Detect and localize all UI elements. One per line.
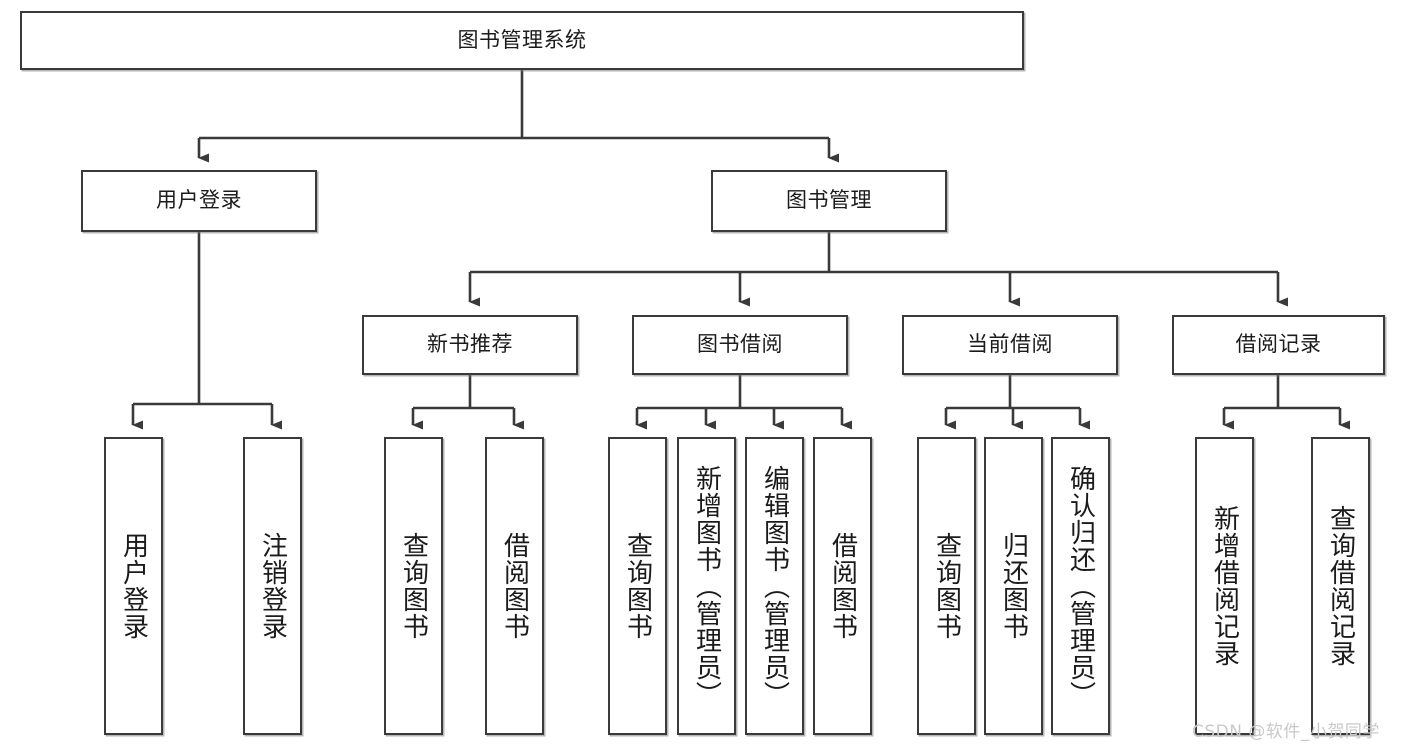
node-leaf-user-login-label: 用户登录 [118,532,149,640]
node-current-borrow[interactable]: 当前借阅 [902,315,1118,375]
node-leaf-borrow-book-1-label: 借阅图书 [499,532,530,640]
node-leaf-borrow-book-2[interactable]: 借阅图书 [813,437,872,735]
node-book-borrow-label: 图书借阅 [697,332,783,357]
node-leaf-return-book-label: 归还图书 [998,532,1029,640]
node-leaf-borrow-book-2-label: 借阅图书 [827,532,858,640]
node-leaf-logout[interactable]: 注销登录 [243,437,302,735]
node-leaf-add-record[interactable]: 新增借阅记录 [1195,437,1254,735]
node-leaf-query-book-1-label: 查询图书 [398,532,429,640]
node-leaf-query-book-2-label: 查询图书 [622,532,653,640]
node-leaf-add-book-label: 新增图书（管理员） [691,464,722,708]
node-leaf-query-book-3[interactable]: 查询图书 [917,437,976,735]
node-leaf-edit-book-label: 编辑图书（管理员） [759,464,790,708]
node-leaf-query-book-1[interactable]: 查询图书 [384,437,443,735]
node-book-manage[interactable]: 图书管理 [711,170,947,232]
node-leaf-confirm-return-label: 确认归还（管理员） [1065,464,1096,708]
node-root[interactable]: 图书管理系统 [20,11,1024,70]
node-book-borrow[interactable]: 图书借阅 [632,315,848,375]
node-root-label: 图书管理系统 [457,27,587,52]
node-leaf-borrow-book-1[interactable]: 借阅图书 [485,437,544,735]
node-leaf-add-book[interactable]: 新增图书（管理员） [677,437,736,735]
node-leaf-return-book[interactable]: 归还图书 [984,437,1043,735]
node-new-book-rec[interactable]: 新书推荐 [362,315,578,375]
node-new-book-rec-label: 新书推荐 [427,332,513,357]
node-leaf-query-book-2[interactable]: 查询图书 [608,437,667,735]
node-leaf-add-record-label: 新增借阅记录 [1209,505,1240,667]
node-leaf-user-login[interactable]: 用户登录 [104,437,163,735]
node-leaf-query-book-3-label: 查询图书 [931,532,962,640]
node-leaf-confirm-return[interactable]: 确认归还（管理员） [1051,437,1110,735]
node-leaf-edit-book[interactable]: 编辑图书（管理员） [745,437,804,735]
node-current-borrow-label: 当前借阅 [967,332,1053,357]
node-leaf-logout-label: 注销登录 [257,532,288,640]
csdn-watermark: CSDN @软件_小贺同学 [1192,722,1380,742]
node-user-login-label: 用户登录 [156,188,242,213]
node-borrow-record-label: 借阅记录 [1235,332,1322,357]
node-book-manage-label: 图书管理 [786,188,872,213]
node-user-login[interactable]: 用户登录 [81,170,317,232]
node-leaf-query-record[interactable]: 查询借阅记录 [1311,437,1370,735]
node-leaf-query-record-label: 查询借阅记录 [1325,505,1356,667]
node-borrow-record[interactable]: 借阅记录 [1172,315,1385,375]
